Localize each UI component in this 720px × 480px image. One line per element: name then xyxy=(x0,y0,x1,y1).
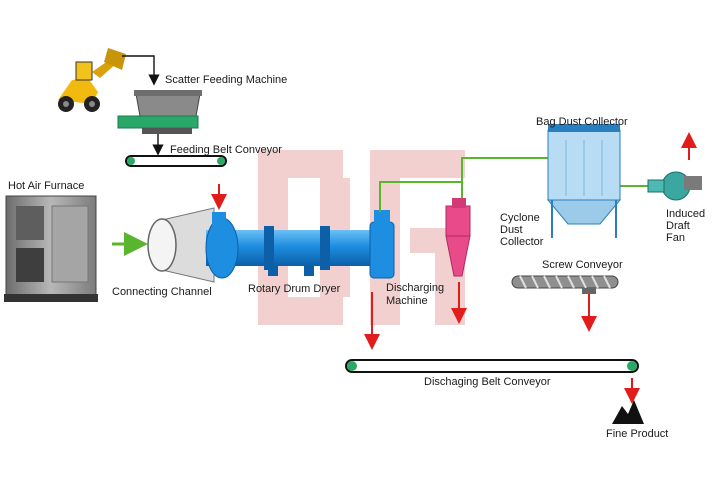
fine-product-pile-icon xyxy=(612,400,644,424)
air-duct-lines xyxy=(379,157,648,212)
label-cyclone-line1: Cyclone xyxy=(500,212,540,224)
label-scatter-feeding-machine: Scatter Feeding Machine xyxy=(165,74,288,86)
feeding-belt-conveyor-icon xyxy=(125,155,227,167)
label-connecting-channel: Connecting Channel xyxy=(112,286,212,298)
induced-draft-fan-icon xyxy=(647,171,702,201)
cyclone-dust-collector-icon xyxy=(445,198,471,277)
label-discharging-belt-conveyor: Dischaging Belt Conveyor xyxy=(424,376,551,388)
discharging-belt-conveyor-icon xyxy=(345,359,639,373)
label-induced-line1: Induced xyxy=(666,208,706,220)
label-bag-dust-collector: Bag Dust Collector xyxy=(536,116,628,128)
label-induced-line3: Fan xyxy=(666,232,685,244)
hot-air-furnace-icon xyxy=(4,195,98,302)
label-rotary-drum-dryer: Rotary Drum Dryer xyxy=(248,283,341,295)
connecting-channel-icon xyxy=(147,207,215,283)
label-discharging-line2: Machine xyxy=(386,295,428,307)
label-screw-conveyor: Screw Conveyor xyxy=(542,259,623,271)
wheel-loader-icon xyxy=(58,48,126,112)
bag-dust-collector-icon xyxy=(546,124,622,238)
scatter-feeding-machine-icon xyxy=(117,90,202,134)
label-cyclone-line3: Collector xyxy=(500,236,544,248)
label-fine-product: Fine Product xyxy=(606,428,669,440)
rotary-drum-dryer-icon xyxy=(205,210,395,279)
loader-to-feeder-arrow xyxy=(122,55,160,86)
label-feeding-belt-conveyor: Feeding Belt Conveyor xyxy=(170,144,282,156)
label-cyclone-line2: Dust xyxy=(500,224,523,236)
label-discharging-line1: Discharging xyxy=(386,282,445,294)
label-hot-air-furnace: Hot Air Furnace xyxy=(8,180,85,192)
label-induced-line2: Draft xyxy=(666,220,690,232)
screw-conveyor-icon xyxy=(511,275,619,294)
